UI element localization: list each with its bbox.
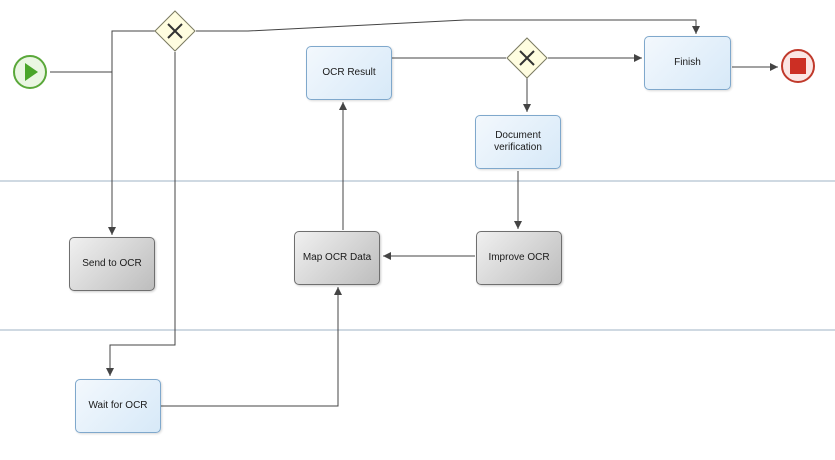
- task-label: Map OCR Data: [302, 252, 372, 263]
- task-document-verification[interactable]: Document verification: [475, 115, 561, 169]
- flow-wait-ocr-to-map-ocr[interactable]: [161, 287, 342, 407]
- play-triangle-icon: [25, 63, 38, 81]
- x-gateway-icon: [519, 50, 535, 66]
- flow-start-to-send-ocr[interactable]: [50, 71, 116, 235]
- task-label: Improve OCR: [488, 252, 550, 263]
- task-finish[interactable]: Finish: [644, 36, 731, 90]
- flow-gateway1-to-wait-ocr[interactable]: [106, 52, 176, 376]
- stop-square-icon: [790, 58, 806, 74]
- task-label: Send to OCR: [82, 258, 142, 269]
- task-wait-for-ocr[interactable]: Wait for OCR: [75, 379, 161, 433]
- task-map-ocr-data[interactable]: Map OCR Data: [294, 231, 380, 285]
- task-ocr-result[interactable]: OCR Result: [306, 46, 392, 100]
- exclusive-gateway-2[interactable]: [506, 37, 548, 79]
- x-gateway-icon: [167, 23, 183, 39]
- task-label: Wait for OCR: [88, 400, 148, 411]
- task-improve-ocr[interactable]: Improve OCR: [476, 231, 562, 285]
- end-event[interactable]: [780, 48, 818, 86]
- flow-gateway1-left-branch[interactable]: [111, 30, 155, 72]
- task-label: Finish: [674, 57, 701, 68]
- task-label: OCR Result: [322, 67, 376, 78]
- exclusive-gateway-1[interactable]: [154, 10, 196, 52]
- task-send-to-ocr[interactable]: Send to OCR: [69, 237, 155, 291]
- flow-gateway1-to-finish[interactable]: [196, 19, 700, 34]
- task-label: Document verification: [494, 130, 542, 153]
- start-event[interactable]: [12, 54, 50, 92]
